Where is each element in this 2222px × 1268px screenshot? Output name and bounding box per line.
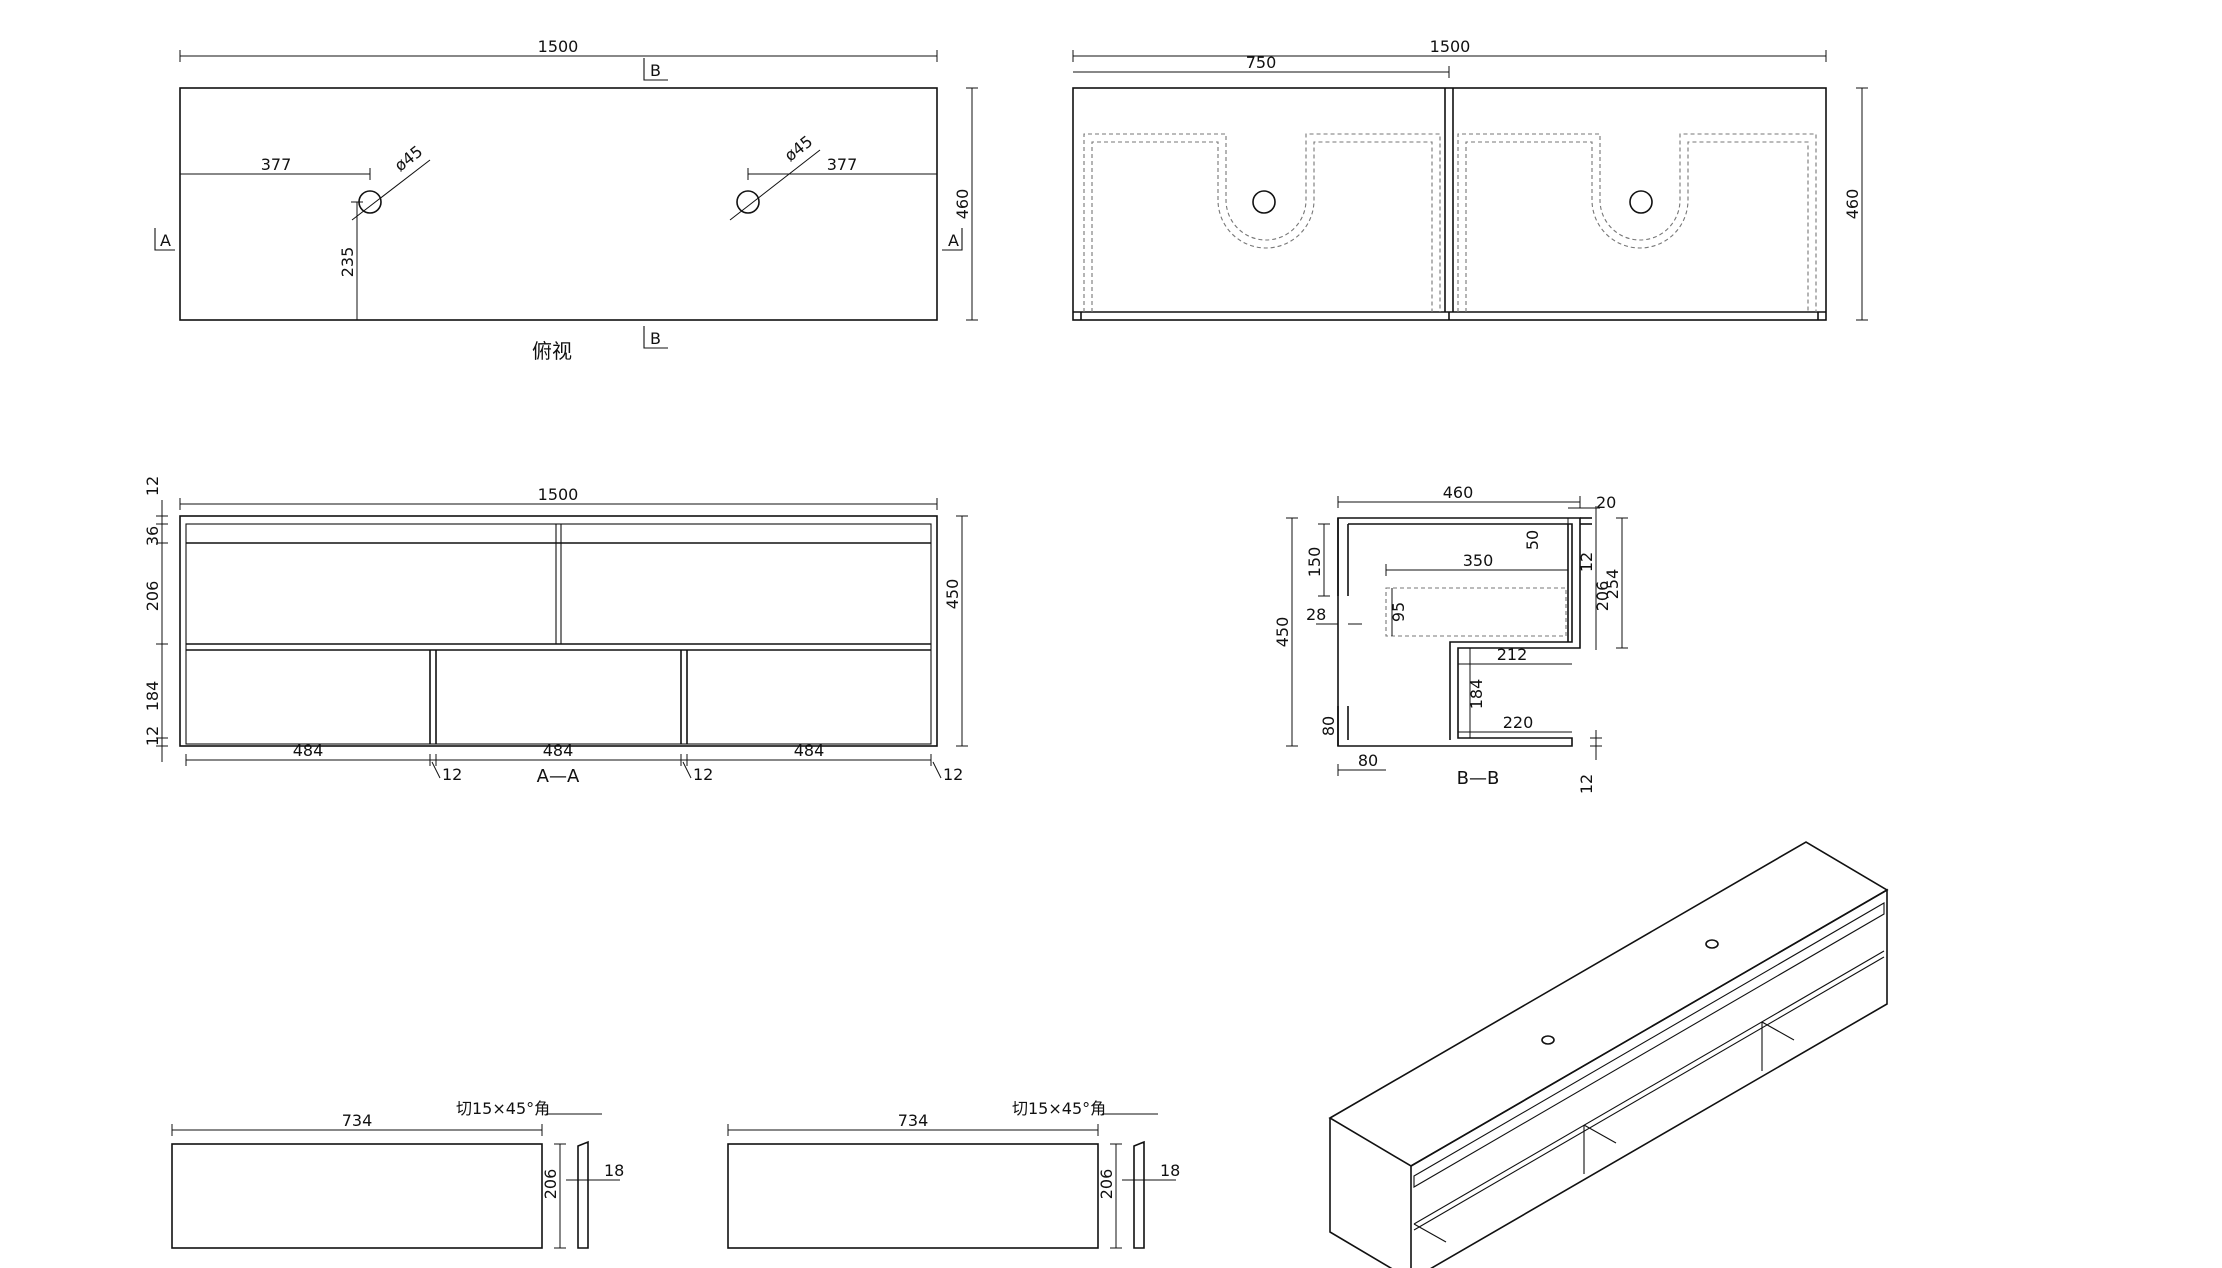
section-b-b-front-thickness-label: 12 xyxy=(1577,552,1596,572)
section-b-b-upper-height-label: 206 xyxy=(1593,581,1612,612)
panel-2-length-label: 734 xyxy=(898,1111,929,1130)
section-b-b-total-front-label: 254 xyxy=(1603,569,1622,600)
section-b-b-overhang-label: 20 xyxy=(1596,493,1616,512)
section-b-b-depth-label: 460 xyxy=(1443,483,1474,502)
panel-1-height-label: 206 xyxy=(541,1169,560,1200)
panel-1-thickness-label: 18 xyxy=(604,1161,624,1180)
section-a-a-divider-3-label: 12 xyxy=(943,765,963,784)
section-b-b-inner-depth-label: 350 xyxy=(1463,551,1494,570)
isometric-view xyxy=(1328,841,1889,1268)
top-view-left-diameter-label: ø45 xyxy=(391,142,426,176)
section-a-a-band-height-label: 36 xyxy=(143,526,162,546)
section-a-a-upper-height-label: 206 xyxy=(143,581,162,612)
section-b-b-lower-height-label: 184 xyxy=(1467,679,1486,710)
panel-1-outline xyxy=(171,1143,543,1249)
section-b-b-height-label: 450 xyxy=(1273,617,1292,648)
section-a-a-divider-2-label: 12 xyxy=(693,765,713,784)
rear-view-outline xyxy=(1072,87,1827,321)
isometric-hole-left xyxy=(1541,1035,1555,1045)
section-a-a-bay-right-label: 484 xyxy=(794,741,825,760)
panel-1: 734 206 18 切15×45°角 xyxy=(171,1099,624,1249)
rear-view-basin-left xyxy=(1083,133,1441,312)
top-view-right-diameter-label: ø45 xyxy=(781,132,816,166)
section-a-a-caption: A—A xyxy=(537,766,580,787)
section-a-a: 1500 450 12 36 206 184 12 484 484 484 12… xyxy=(143,476,968,787)
panel-1-edge-profile xyxy=(577,1140,589,1249)
panel-2-thickness-label: 18 xyxy=(1160,1161,1180,1180)
rear-view-basin-right xyxy=(1457,133,1817,312)
section-b-b-lip-label: 50 xyxy=(1523,530,1542,550)
section-marker-b-top: B xyxy=(650,61,661,80)
top-view-depth-label: 460 xyxy=(953,189,972,220)
top-view-caption: 俯视 xyxy=(532,339,572,363)
section-a-a-bay-middle-label: 484 xyxy=(543,741,574,760)
section-a-a-bay-left-label: 484 xyxy=(293,741,324,760)
section-a-a-outline xyxy=(179,515,938,747)
rear-view-drain-left xyxy=(1252,190,1276,214)
rear-view: 1500 750 460 xyxy=(1072,37,1868,321)
top-view-right-offset-label: 377 xyxy=(827,155,858,174)
section-b-b-back-height-label: 150 xyxy=(1305,547,1324,578)
panel-2-outline xyxy=(727,1143,1099,1249)
section-a-a-bottom-thickness-label: 12 xyxy=(143,726,162,746)
panel-1-note: 切15×45°角 xyxy=(456,1099,550,1118)
section-marker-a-left: A xyxy=(160,231,171,250)
rear-view-width-label: 1500 xyxy=(1430,37,1471,56)
section-b-b-foot-width-label: 80 xyxy=(1358,751,1378,770)
top-view-hole-right xyxy=(736,190,760,214)
section-b-b-base-depth-label: 220 xyxy=(1503,713,1534,732)
top-view-outline xyxy=(179,87,938,321)
section-b-b-side-gap-label: 28 xyxy=(1306,605,1326,624)
section-b-b-caption: B—B xyxy=(1457,768,1500,789)
panel-2-edge-profile xyxy=(1133,1140,1145,1249)
isometric-hole-right xyxy=(1705,939,1719,949)
section-b-b-shelf-depth-label: 212 xyxy=(1497,645,1528,664)
section-marker-a-right: A xyxy=(948,231,959,250)
top-view: 1500 460 377 377 ø45 ø45 235 A A B B xyxy=(154,37,978,363)
section-b-b-base-thickness-label: 12 xyxy=(1577,774,1596,794)
top-view-width-label: 1500 xyxy=(538,37,579,56)
section-a-a-height-label: 450 xyxy=(943,579,962,610)
section-a-a-width-label: 1500 xyxy=(538,485,579,504)
panel-2-height-label: 206 xyxy=(1097,1169,1116,1200)
top-view-front-distance-label: 235 xyxy=(338,247,357,278)
rear-view-half-width-label: 750 xyxy=(1246,53,1277,72)
section-a-a-top-thickness-label: 12 xyxy=(143,476,162,496)
section-a-a-lower-height-label: 184 xyxy=(143,681,162,712)
section-a-a-divider-1-label: 12 xyxy=(442,765,462,784)
section-b-b: 460 20 50 350 12 206 254 150 450 28 95 xyxy=(1273,483,1628,794)
rear-view-depth-label: 460 xyxy=(1843,189,1862,220)
panel-2: 734 206 18 切15×45°角 xyxy=(727,1099,1180,1249)
section-marker-b-bottom: B xyxy=(650,329,661,348)
panel-1-length-label: 734 xyxy=(342,1111,373,1130)
section-b-b-drawer xyxy=(1385,587,1567,637)
section-b-b-profile xyxy=(1337,517,1581,747)
panel-2-note: 切15×45°角 xyxy=(1012,1099,1106,1118)
section-b-b-foot-height-label: 80 xyxy=(1319,716,1338,736)
section-b-b-drawer-height-label: 95 xyxy=(1389,602,1408,622)
top-view-left-offset-label: 377 xyxy=(261,155,292,174)
rear-view-drain-right xyxy=(1629,190,1653,214)
